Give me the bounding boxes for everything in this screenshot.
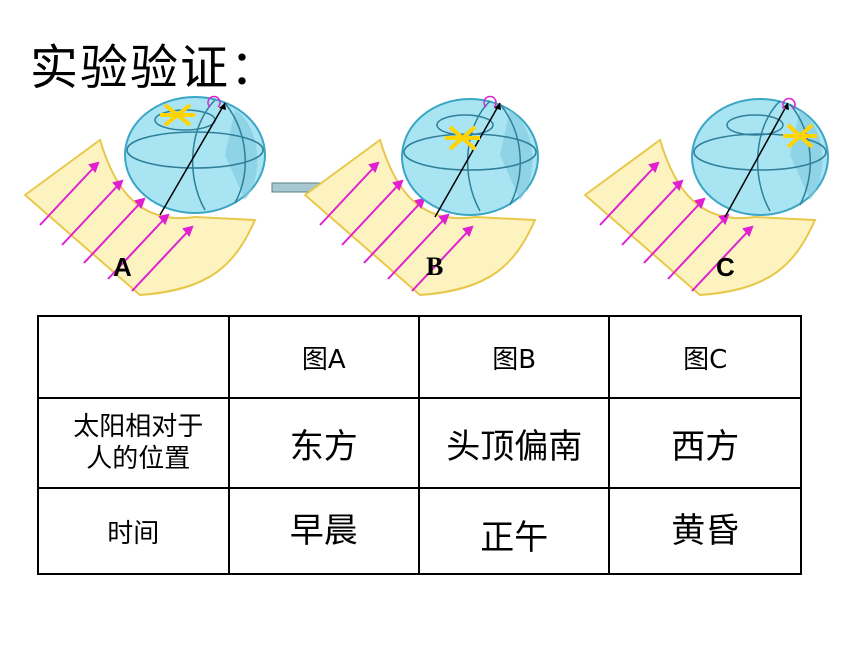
figure-b-label: B bbox=[426, 252, 444, 281]
figure-b-illustration bbox=[303, 95, 539, 297]
table-cell: 东方 bbox=[227, 397, 420, 489]
figure-a-label: A bbox=[113, 252, 132, 282]
figure-c-label: C bbox=[716, 252, 735, 282]
row-label-line: 太阳相对于 bbox=[73, 412, 204, 442]
table-row: 时间 早晨 正午 黄昏 bbox=[37, 487, 802, 575]
table-header-fig-b: 图B bbox=[417, 315, 611, 399]
table-header-empty bbox=[37, 315, 230, 399]
table-header-fig-c: 图C bbox=[608, 315, 802, 399]
table-cell: 正午 bbox=[417, 487, 611, 575]
row-label-sun-position: 太阳相对于 人的位置 bbox=[37, 397, 230, 489]
table-header-row: 图A 图B 图C bbox=[37, 315, 802, 399]
page-title: 实验验证： bbox=[30, 40, 281, 96]
table-cell: 头顶偏南 bbox=[417, 397, 611, 489]
table-row: 太阳相对于 人的位置 东方 头顶偏南 西方 bbox=[37, 397, 802, 489]
table-cell: 黄昏 bbox=[608, 487, 802, 575]
table-header-fig-a: 图A bbox=[227, 315, 420, 399]
row-label-line: 人的位置 bbox=[86, 444, 191, 474]
figure-a-illustration bbox=[23, 95, 266, 297]
table-cell: 早晨 bbox=[227, 487, 420, 575]
table-cell: 西方 bbox=[608, 397, 802, 489]
figure-c-illustration bbox=[583, 97, 829, 297]
observation-table: 图A 图B 图C 太阳相对于 人的位置 东方 头顶偏南 西方 时间 早晨 正午 … bbox=[37, 315, 802, 575]
row-label-time: 时间 bbox=[37, 487, 230, 575]
